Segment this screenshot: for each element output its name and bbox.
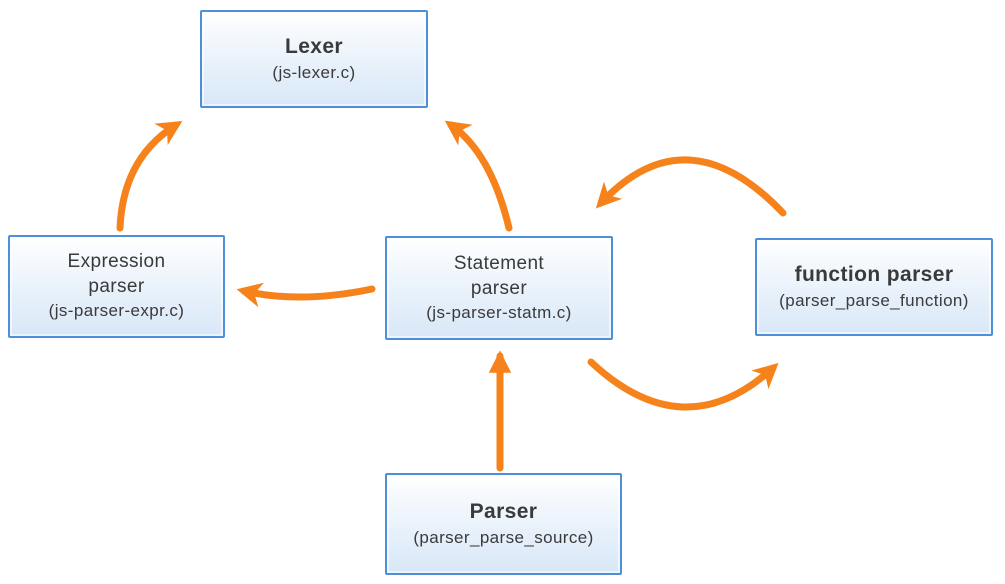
arrow-statement-parser-to-function-parser — [587, 358, 779, 411]
node-statement-parser: Statement parser (js-parser-statm.c) — [385, 236, 613, 340]
arrow-function-parser-to-statement-parser — [595, 156, 787, 217]
node-function-parser: function parser (parser_parse_function) — [755, 238, 993, 336]
node-lexer: Lexer (js-lexer.c) — [200, 10, 428, 108]
arrow-statement-parser-to-lexer — [444, 120, 513, 232]
node-expression-parser-title: Expression parser — [67, 251, 166, 298]
node-function-parser-subtitle: (parser_parse_function) — [779, 290, 969, 310]
node-lexer-subtitle: (js-lexer.c) — [272, 62, 356, 82]
node-lexer-title: Lexer — [284, 34, 344, 58]
node-function-parser-title: function parser — [794, 262, 954, 286]
arrow-statement-parser-to-expression-parser — [236, 282, 376, 308]
arrow-expression-parser-to-lexer — [116, 121, 183, 232]
node-parser-title: Parser — [469, 499, 538, 523]
node-statement-parser-subtitle: (js-parser-statm.c) — [426, 302, 572, 322]
node-statement-parser-title: Statement parser — [453, 252, 545, 299]
node-parser-subtitle: (parser_parse_source) — [413, 527, 594, 547]
node-expression-parser-subtitle: (js-parser-expr.c) — [48, 301, 185, 321]
node-parser: Parser (parser_parse_source) — [385, 473, 622, 575]
node-expression-parser: Expression parser (js-parser-expr.c) — [8, 235, 225, 338]
